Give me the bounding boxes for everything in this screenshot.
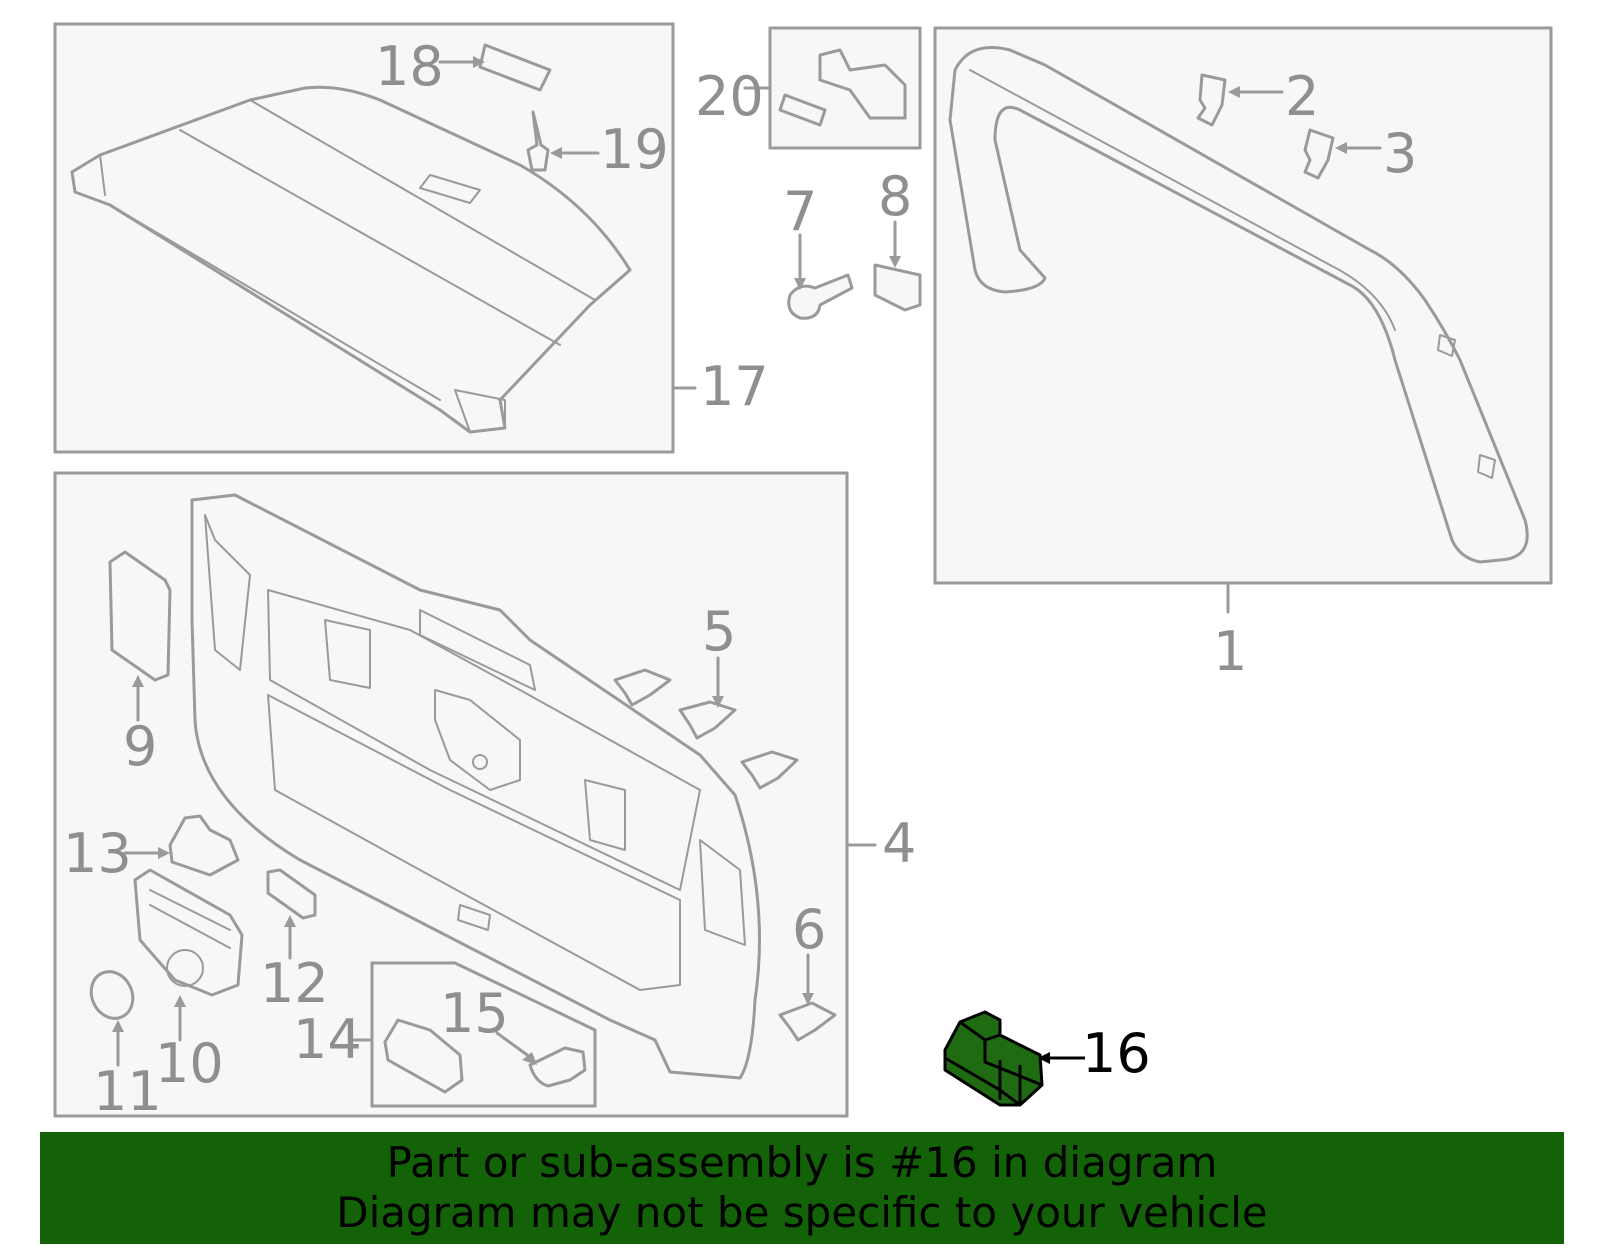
cargo-cover-group — [53, 22, 697, 454]
bulb-15 — [528, 1046, 587, 1088]
clip-nut — [873, 263, 922, 312]
cover-knob — [478, 43, 552, 92]
screw — [787, 273, 854, 320]
garnish-molding — [948, 46, 1529, 564]
cargo-cover — [70, 85, 632, 434]
callout-2: 2 — [1285, 65, 1319, 128]
bumper-group — [743, 26, 922, 150]
plug-11 — [89, 970, 135, 1020]
door-trim-panel — [190, 493, 761, 1080]
bracket — [818, 48, 907, 120]
clip-6 — [778, 1001, 837, 1042]
callout-7: 7 — [783, 180, 817, 243]
switch-13 — [168, 814, 240, 877]
callout-labels: 1 2 3 4 5 6 7 8 9 10 11 12 13 14 15 16 1… — [63, 35, 1417, 1123]
handle-cover-10 — [133, 868, 244, 997]
clip-2 — [1196, 73, 1227, 127]
callout-1: 1 — [1213, 620, 1247, 683]
trim-panel-group — [53, 471, 877, 1118]
banner-line-2: Diagram may not be specific to your vehi… — [336, 1188, 1268, 1237]
clip-5c — [740, 750, 799, 790]
push-pin — [526, 110, 550, 172]
garnish-group — [933, 26, 1553, 614]
loose-fasteners — [787, 220, 922, 320]
highlighted-part-16[interactable] — [943, 1010, 1085, 1107]
callout-16: 16 — [1082, 1022, 1151, 1085]
callout-13: 13 — [63, 822, 132, 885]
callout-5: 5 — [702, 600, 736, 663]
callout-19: 19 — [600, 118, 669, 181]
clip-3 — [1303, 128, 1335, 180]
callout-15: 15 — [440, 982, 509, 1045]
callout-12: 12 — [260, 952, 329, 1015]
callout-18: 18 — [375, 35, 444, 98]
banner-line-1: Part or sub-assembly is #16 in diagram — [386, 1138, 1218, 1187]
clip-5b — [678, 700, 737, 740]
lamp-assembly-16[interactable] — [943, 1010, 1044, 1107]
cover-9 — [108, 550, 172, 682]
callout-11: 11 — [93, 1060, 162, 1123]
clip-5a — [613, 668, 672, 707]
callout-10: 10 — [155, 1032, 224, 1095]
bumper-stud — [778, 93, 827, 127]
leaders-18-19 — [438, 56, 600, 159]
callout-20: 20 — [695, 65, 764, 128]
callout-3: 3 — [1383, 122, 1417, 185]
callout-17: 17 — [700, 355, 769, 418]
callout-9: 9 — [123, 715, 157, 778]
callout-14: 14 — [293, 1008, 362, 1071]
info-banner: Part or sub-assembly is #16 in diagram D… — [40, 1132, 1564, 1244]
cap-12 — [266, 868, 317, 920]
lamp-14 — [383, 1018, 464, 1094]
callout-6: 6 — [792, 898, 826, 961]
callout-4: 4 — [882, 812, 916, 875]
callout-8: 8 — [878, 165, 912, 228]
